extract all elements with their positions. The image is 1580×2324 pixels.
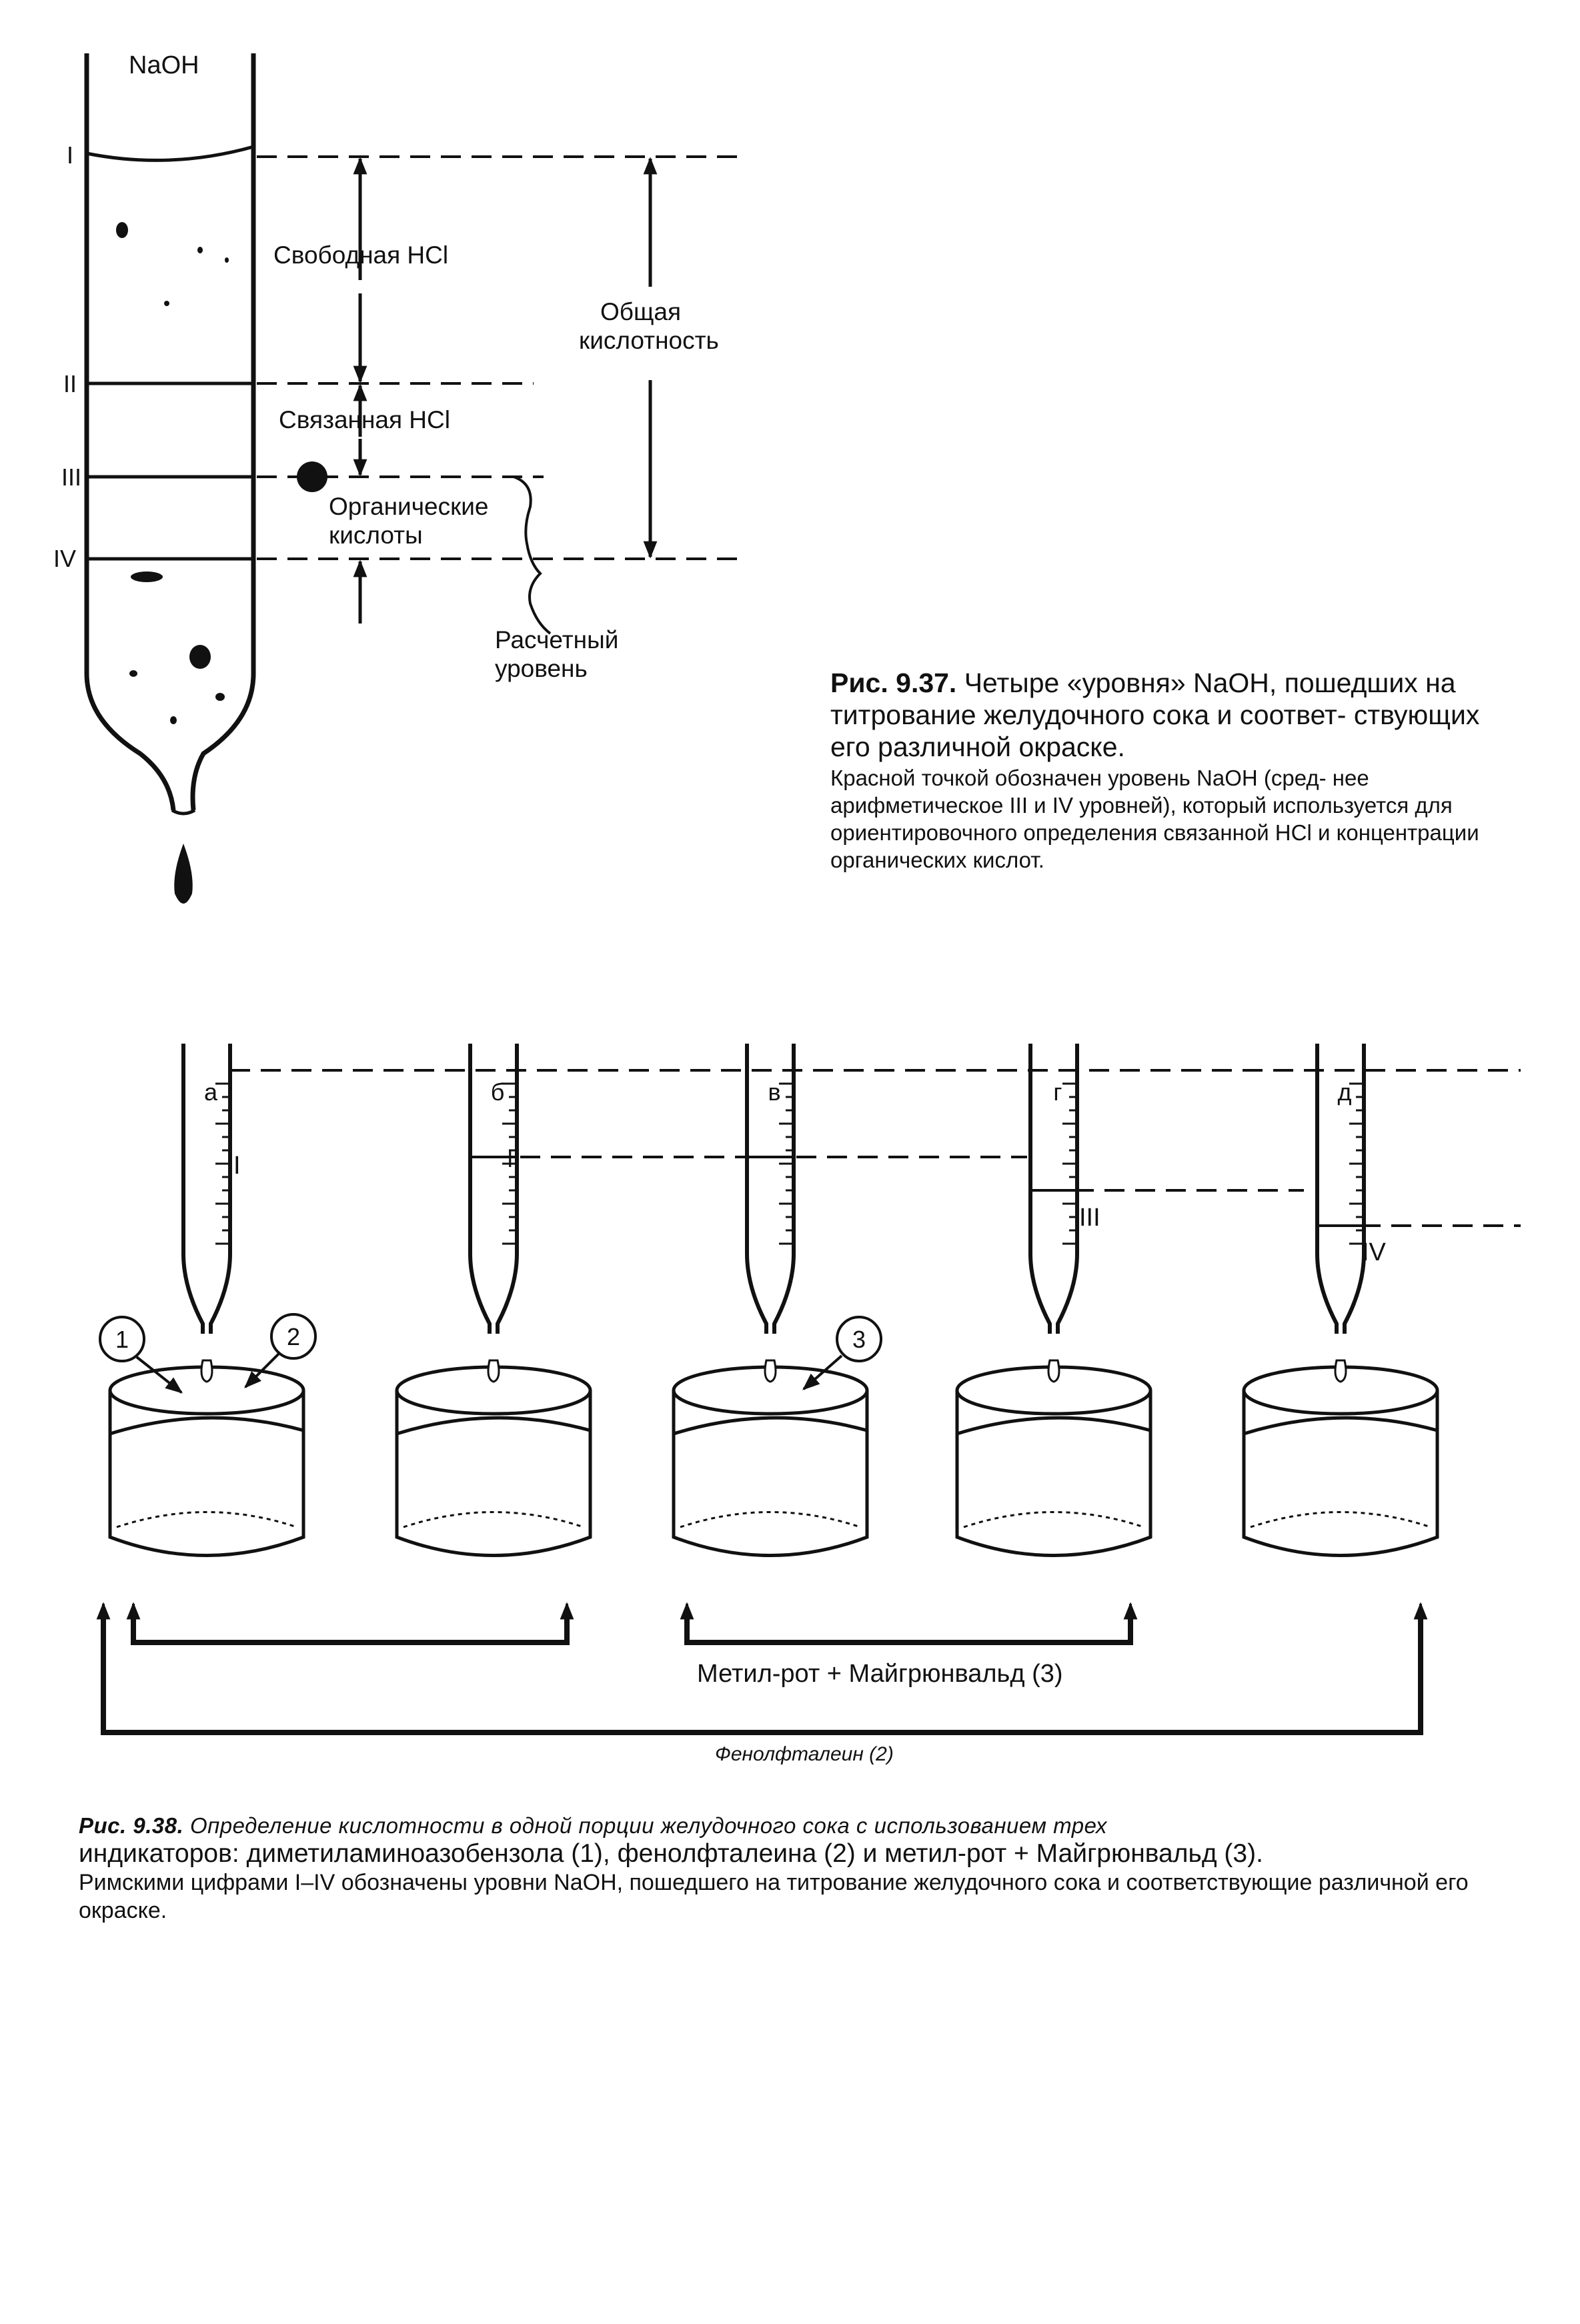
organic-label-2: кислоты (329, 521, 423, 549)
meniscus (86, 145, 254, 162)
beaker-2 (395, 1359, 592, 1557)
burette-wide (84, 53, 176, 811)
burette-letter: г (1053, 1078, 1062, 1106)
bracket-methyl-right (684, 1617, 1133, 1645)
liquid-surface (1243, 1416, 1438, 1436)
beaker-wall (672, 1390, 869, 1557)
level-label-3: III (61, 463, 81, 491)
beaker-1 (108, 1359, 305, 1557)
burette-letter: д (1337, 1078, 1351, 1106)
caption-line-3: Римскими цифрами I–IV обозначены уровни … (79, 1870, 1469, 1923)
burette-letter: а (204, 1078, 218, 1106)
caption-line-2: индикаторов: диметиламиноазобензола (1),… (79, 1839, 1263, 1868)
beaker-3 (672, 1359, 869, 1557)
liquid-surface (396, 1416, 591, 1436)
beaker-wall (955, 1390, 1152, 1557)
beaker-bottom (680, 1511, 861, 1528)
fig2-level-1: I (233, 1152, 241, 1180)
caption-line-1: Определение кислотности в одной порции ж… (189, 1813, 1108, 1838)
falling-drop (1047, 1359, 1060, 1383)
beaker-wall (108, 1390, 305, 1557)
fig2-level-4: IV (1362, 1238, 1387, 1266)
indicator-markers (99, 1313, 882, 1394)
level-label-2: II (63, 370, 77, 397)
burette-2: б (468, 1044, 519, 1334)
bracket-phenol-label: Фенолфталеин (2) (715, 1743, 894, 1765)
bracket-phenol (101, 1614, 1423, 1735)
bracket-methyl-left (131, 1617, 570, 1645)
beaker-4 (955, 1359, 1152, 1557)
calc-level-brace (513, 475, 552, 635)
burette-letter: в (768, 1078, 780, 1106)
liquid-surface (673, 1416, 868, 1436)
total-acidity-label-2: кислотность (579, 327, 719, 354)
beaker-bottom (116, 1511, 297, 1528)
total-acidity-label-1: Общая (600, 298, 681, 325)
calc-level-label-2: уровень (495, 655, 588, 682)
falling-drop (200, 1359, 213, 1383)
indicator-number-3: 3 (852, 1326, 866, 1353)
beaker-5 (1242, 1359, 1439, 1557)
burette-3: в (745, 1044, 796, 1334)
figure-9-37 (84, 53, 740, 904)
caption-fig-9-37: Рис. 9.37. Четыре «уровня» NaOH, пошедши… (830, 667, 1497, 874)
falling-drop (1334, 1359, 1347, 1383)
organic-label-1: Органические (329, 493, 489, 520)
liquid-surface (956, 1416, 1151, 1436)
burette-tube (181, 1044, 232, 1334)
fig2-level-2: II (507, 1147, 520, 1172)
falling-drop (764, 1359, 777, 1383)
fig2-level-3: III (1079, 1204, 1100, 1232)
level-label-4: IV (53, 545, 76, 572)
burettes: а б в г д (181, 1044, 1366, 1334)
beaker-wall (1242, 1390, 1439, 1557)
figure-9-37-labels: NaOH I II III IV Свободная HCl Связанная… (53, 51, 719, 682)
beaker-bottom (1250, 1511, 1431, 1528)
caption-fig-9-38: Рис. 9.38. Определение кислотности в одн… (79, 1813, 1499, 1925)
burette-tube (745, 1044, 796, 1334)
burette-tube (468, 1044, 519, 1334)
naoh-label: NaOH (129, 51, 199, 79)
caption-title: Четыре «уровня» NaOH, пошедших на титров… (830, 668, 1480, 762)
indicator-number-2: 2 (287, 1323, 300, 1350)
burette-wide-right (190, 53, 256, 811)
burette-letter: б (491, 1078, 505, 1106)
burette-1: а (181, 1044, 232, 1334)
level-label-1: I (67, 141, 73, 169)
indicator-numbers: 1 2 3 (115, 1323, 866, 1353)
indicator-number-1: 1 (115, 1326, 129, 1353)
fig2-dashed-levels (230, 1069, 1521, 1227)
calc-level-label-1: Расчетный (495, 626, 618, 654)
speckles (116, 222, 229, 724)
burette-tube (1315, 1044, 1366, 1334)
liquid-surface (109, 1416, 304, 1436)
beaker-bottom (403, 1511, 584, 1528)
bound-hcl-label: Связанная HCl (279, 406, 450, 433)
level-lines (87, 381, 253, 561)
beaker-bottom (963, 1511, 1144, 1528)
burette-tube (1028, 1044, 1079, 1334)
caption-number: Рис. 9.37. (830, 668, 957, 698)
brackets (96, 1602, 1428, 1735)
beaker-wall (395, 1390, 592, 1557)
drop (174, 844, 193, 904)
caption-number: Рис. 9.38. (79, 1813, 184, 1838)
burette-tip (171, 808, 196, 816)
fig2-level-labels: I II III IV (233, 1147, 1387, 1266)
free-hcl-label: Свободная HCl (273, 241, 448, 269)
burette-5: д (1315, 1044, 1366, 1334)
caption-text: Красной точкой обозначен уровень NaOH (с… (830, 766, 1479, 872)
bracket-methyl-label: Метил-рот + Майгрюнвальд (3) (697, 1660, 1063, 1688)
calculated-level-dot (297, 461, 327, 492)
burette-4: г (1028, 1044, 1079, 1334)
falling-drop (487, 1359, 500, 1383)
beakers (108, 1359, 1439, 1557)
